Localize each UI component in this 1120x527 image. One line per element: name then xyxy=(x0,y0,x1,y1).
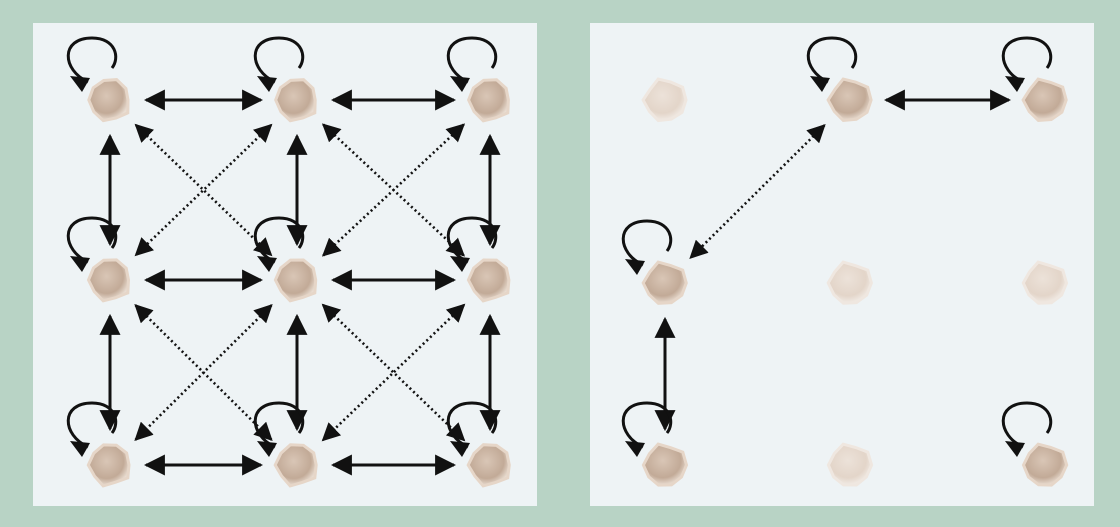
self-loop-arrowhead-m10 xyxy=(625,259,645,275)
node-m20 xyxy=(641,442,689,487)
self-loop-n21 xyxy=(253,401,305,449)
self-loop-arrowhead-m20 xyxy=(625,441,645,457)
self-loop-arrowhead-n22 xyxy=(450,441,470,457)
self-loop-n10 xyxy=(66,216,118,264)
self-loop-arrowhead-n12 xyxy=(450,256,470,272)
node-n22 xyxy=(466,443,511,488)
faded-node-m21 xyxy=(826,442,874,487)
self-loop-arrowhead-n01 xyxy=(257,76,277,92)
node-n01 xyxy=(274,78,317,123)
node-n12 xyxy=(466,258,511,303)
self-loop-arrowhead-n11 xyxy=(257,256,277,272)
self-loop-n02 xyxy=(446,36,498,84)
node-n11 xyxy=(273,258,318,303)
node-n21 xyxy=(273,443,318,488)
self-loop-m10 xyxy=(621,219,673,267)
node-n02 xyxy=(466,78,510,123)
right-nodes xyxy=(621,36,1069,487)
node-m10 xyxy=(641,260,688,305)
self-loop-arrowhead-m22 xyxy=(1005,441,1025,457)
self-loop-n01 xyxy=(253,36,305,84)
faded-node-m00 xyxy=(641,77,688,123)
self-loop-n11 xyxy=(253,216,305,264)
self-loop-m02 xyxy=(1001,36,1053,84)
self-loop-n20 xyxy=(66,401,118,449)
diagonal-edge-n02-n11 xyxy=(321,123,466,257)
diagonal-edge-n01-n10 xyxy=(134,123,273,257)
faded-node-m11 xyxy=(826,260,873,305)
self-loop-m01 xyxy=(806,36,858,84)
self-loop-arrowhead-n21 xyxy=(257,441,277,457)
node-m01 xyxy=(826,77,873,123)
self-loop-n12 xyxy=(446,216,498,264)
node-m02 xyxy=(1021,77,1068,122)
node-n10 xyxy=(86,258,131,303)
self-loop-n22 xyxy=(446,401,498,449)
left-nodes xyxy=(66,36,511,488)
self-loop-arrowhead-n02 xyxy=(450,76,470,92)
diagonal-edge-n11-n20 xyxy=(134,304,273,441)
diagonal-edge-m01-m10 xyxy=(689,124,826,259)
node-n20 xyxy=(86,443,131,488)
self-loop-arrowhead-m02 xyxy=(1005,76,1025,92)
self-loop-m20 xyxy=(621,401,673,449)
self-loop-arrowhead-n20 xyxy=(70,441,90,457)
self-loop-arrowhead-m01 xyxy=(810,76,830,92)
self-loop-arrowhead-n10 xyxy=(70,256,90,272)
self-loop-arrowhead-n00 xyxy=(70,76,90,92)
faded-node-m12 xyxy=(1021,260,1069,305)
self-loop-m22 xyxy=(1001,401,1053,449)
self-loop-n00 xyxy=(66,36,118,84)
node-n00 xyxy=(87,78,130,123)
node-m22 xyxy=(1021,442,1069,487)
